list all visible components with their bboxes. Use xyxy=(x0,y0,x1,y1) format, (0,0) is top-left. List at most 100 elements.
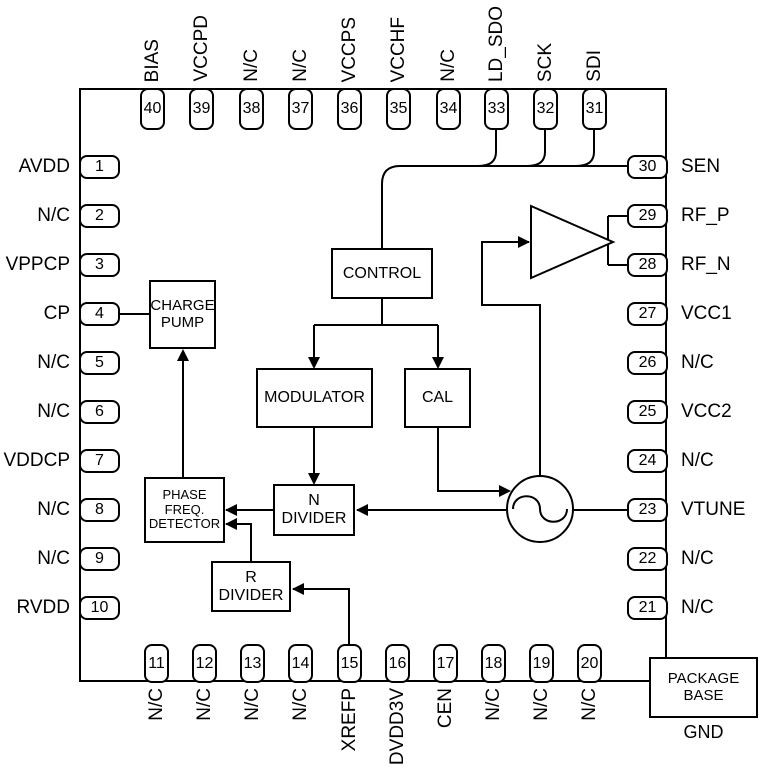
pin-15-label: XREFP xyxy=(339,688,360,752)
pin-25: 25 xyxy=(627,400,668,424)
pin-29: 29 xyxy=(627,204,668,228)
pin-number: 6 xyxy=(95,403,104,420)
pin-5: 5 xyxy=(79,351,120,375)
pin-number: 39 xyxy=(192,100,211,117)
pin-21: 21 xyxy=(627,596,668,620)
charge-pump-label-line1: CHARGE xyxy=(150,296,215,314)
pin-number: 9 xyxy=(95,550,104,567)
pin-38-label: N/C xyxy=(241,49,262,82)
pin-number: 29 xyxy=(638,207,657,224)
control-block-label: CONTROL xyxy=(342,264,422,282)
package-base-label-line1: PACKAGE xyxy=(667,669,740,687)
pin-number: 4 xyxy=(95,305,104,322)
pin-30: 30 xyxy=(627,155,668,179)
wire-r-divider-to-pfd xyxy=(226,523,252,561)
pfd-label-line3: DETECTOR xyxy=(148,516,221,532)
pin-number: 18 xyxy=(484,654,503,672)
pin-1: 1 xyxy=(79,155,120,179)
pin-34-label: N/C xyxy=(438,49,459,82)
pin-32: 32 xyxy=(533,88,558,130)
pin-7: 7 xyxy=(79,449,120,473)
pin-9-label: N/C xyxy=(37,548,70,569)
pin-39: 39 xyxy=(189,88,214,130)
pin-16-label: DVDD3V xyxy=(387,688,408,766)
pin-number: 31 xyxy=(585,100,604,117)
pin-number: 35 xyxy=(389,100,408,117)
arrowhead-into-modulator xyxy=(308,357,320,369)
package-base-block: PACKAGE BASE xyxy=(649,657,758,718)
modulator-block-label: MODULATOR xyxy=(264,389,365,407)
charge-pump-block: CHARGE PUMP xyxy=(149,280,216,349)
pin-31-label: SDI xyxy=(584,50,605,82)
arrowhead-into-vco xyxy=(499,485,511,497)
pin-number: 22 xyxy=(638,550,657,567)
pin-10-label: RVDD xyxy=(16,597,71,618)
wire-cal-to-vco xyxy=(437,428,508,492)
pin-24: 24 xyxy=(627,449,668,473)
pin-number: 1 xyxy=(95,158,104,175)
pin-29-label: RF_P xyxy=(681,205,730,226)
arrowhead-into-pfd-upper xyxy=(225,504,237,516)
pin-number: 36 xyxy=(340,100,359,117)
pin-16: 16 xyxy=(385,644,410,683)
control-block: CONTROL xyxy=(331,248,433,299)
pin-11: 11 xyxy=(144,644,169,683)
pin-number: 15 xyxy=(340,654,359,672)
modulator-block: MODULATOR xyxy=(256,368,373,428)
pin-20: 20 xyxy=(577,644,602,683)
pin-number: 10 xyxy=(90,599,109,616)
pin-number: 32 xyxy=(536,100,555,117)
pin-14-label: N/C xyxy=(290,688,311,721)
pin-40-label: BIAS xyxy=(142,38,163,82)
pin-number: 2 xyxy=(95,207,104,224)
pin-9: 9 xyxy=(79,547,120,571)
pin-number: 12 xyxy=(195,654,214,672)
arrowhead-into-charge-pump xyxy=(177,349,189,361)
pfd-label-line1: PHASE xyxy=(162,487,207,503)
pin-number: 33 xyxy=(487,100,506,117)
arrowhead-into-amplifier xyxy=(518,236,530,248)
wire-control-serial-bus xyxy=(381,165,629,248)
pin-26-label: N/C xyxy=(681,352,714,373)
cal-block: CAL xyxy=(404,368,471,428)
pin-number: 25 xyxy=(638,403,657,420)
pin-6: 6 xyxy=(79,400,120,424)
pin-39-label: VCCPD xyxy=(191,15,212,82)
pin-28-label: RF_N xyxy=(681,254,731,275)
pin-number: 11 xyxy=(148,654,165,672)
pin-3: 3 xyxy=(79,253,120,277)
pin-36-label: VCCPS xyxy=(339,16,360,82)
pin-number: 17 xyxy=(436,654,455,672)
pin-number: 21 xyxy=(638,599,657,616)
n-divider-label-line2: DIVIDER xyxy=(281,510,347,527)
wire-vco-to-amplifier xyxy=(481,241,541,477)
pin-27: 27 xyxy=(627,302,668,326)
pin-11-label: N/C xyxy=(146,688,167,721)
pin-13-label: N/C xyxy=(242,688,263,721)
pin-22-label: N/C xyxy=(681,548,714,569)
pin-number: 16 xyxy=(388,654,407,672)
pin-8: 8 xyxy=(79,498,120,522)
pin-22: 22 xyxy=(627,547,668,571)
amplifier-icon xyxy=(530,204,616,280)
pin-26: 26 xyxy=(627,351,668,375)
pin-7-label: VDDCP xyxy=(3,450,70,471)
pin-1-label: AVDD xyxy=(18,156,70,177)
arrowhead-into-n-divider-right xyxy=(356,504,368,516)
wire-bus-tap-sdi xyxy=(575,130,595,167)
pin-number: 40 xyxy=(143,100,162,117)
pin-34: 34 xyxy=(436,88,461,130)
wire-bus-tap-ld-sdo xyxy=(477,130,497,167)
pin-23: 23 xyxy=(627,498,668,522)
pin-number: 5 xyxy=(95,354,104,371)
arrowhead-into-cal xyxy=(432,357,444,369)
pin-31: 31 xyxy=(582,88,607,130)
sine-wave-icon xyxy=(512,495,568,523)
arrowheads xyxy=(177,236,530,595)
pin-10: 10 xyxy=(79,596,120,620)
pfd-label-line2: FREQ. xyxy=(164,501,205,517)
pin-number: 38 xyxy=(242,100,261,117)
pin-5-label: N/C xyxy=(37,352,70,373)
pin-number: 24 xyxy=(638,452,657,469)
